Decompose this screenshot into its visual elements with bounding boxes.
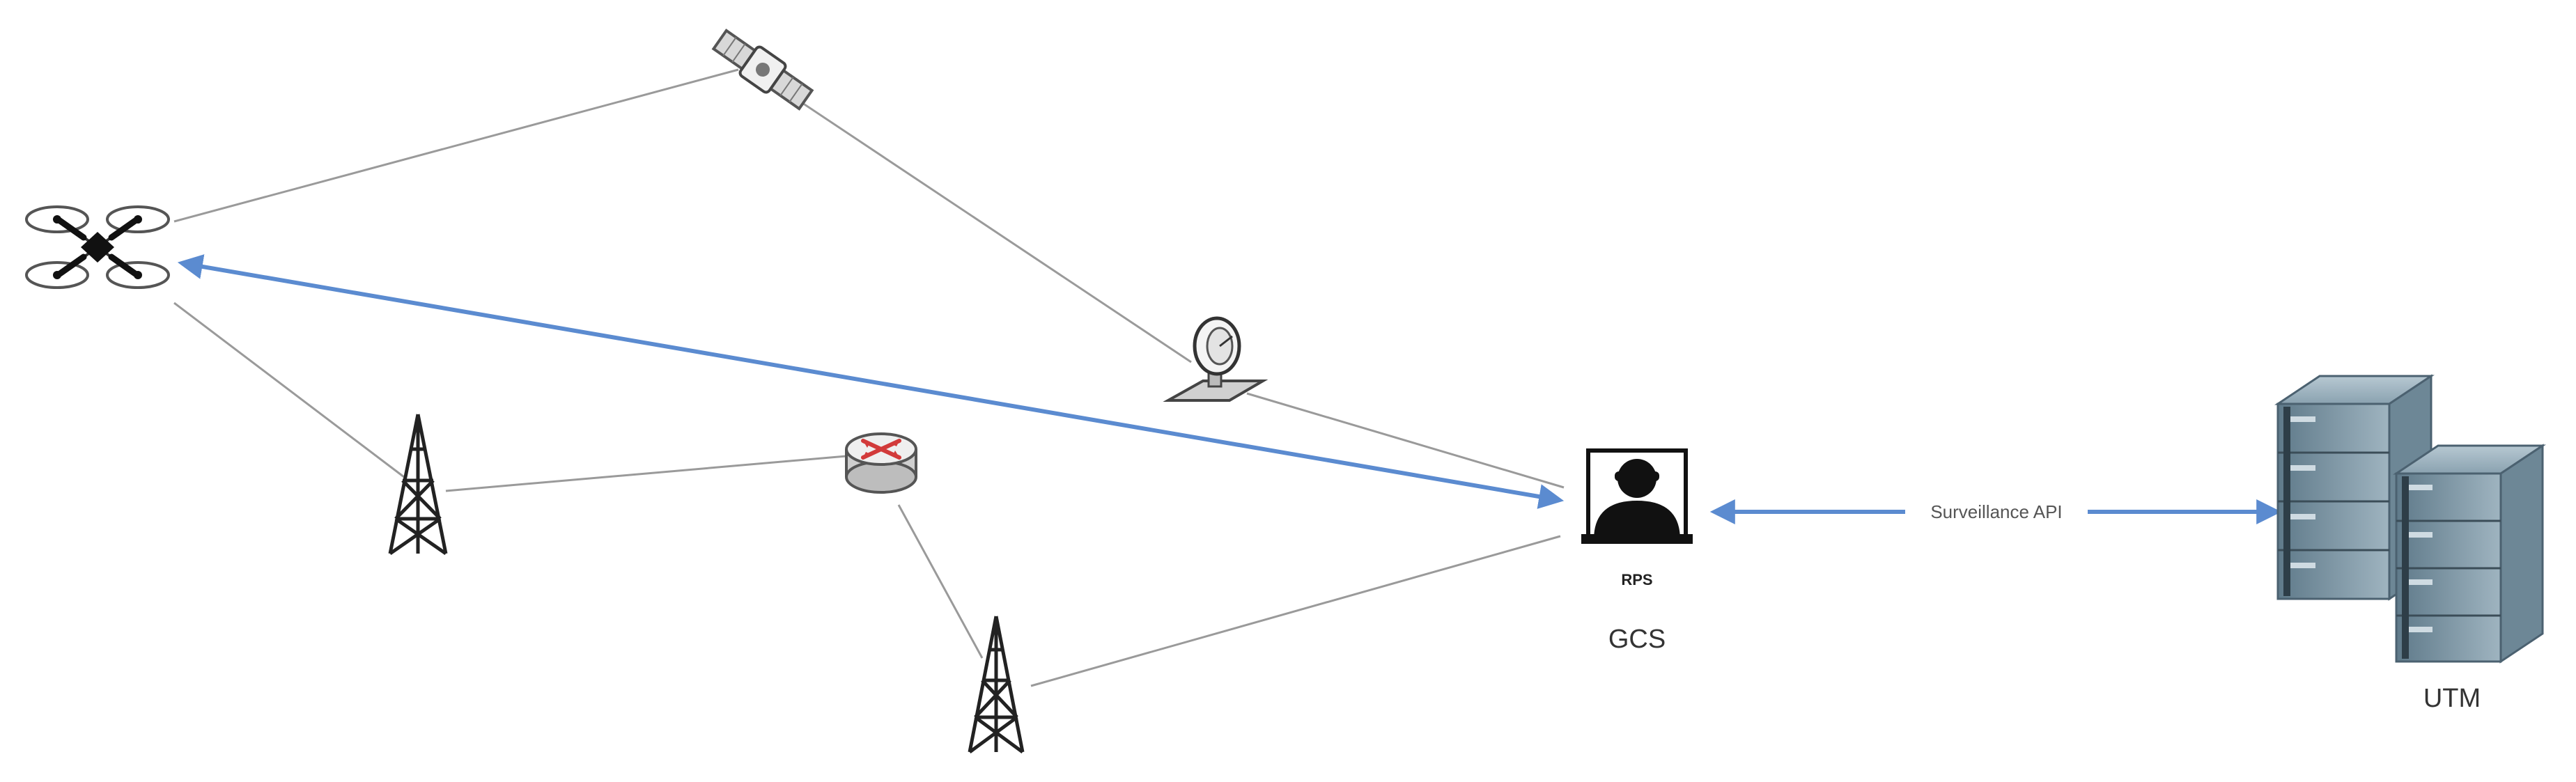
- connector-drone-satellite: [173, 68, 739, 223]
- connector-drone-tower1: [173, 302, 405, 478]
- router-icon: [845, 432, 917, 494]
- connector-router-tower2: [897, 504, 984, 659]
- cell-tower-icon: [968, 616, 1025, 754]
- drone-icon: [25, 205, 170, 289]
- connector-tower2-gcs: [1030, 535, 1561, 687]
- cell-tower-icon: [388, 414, 448, 556]
- api-label-background: [1905, 500, 2088, 524]
- gcs-label: GCS: [1608, 625, 1666, 654]
- surveillance-api-label: Surveillance API: [1930, 501, 2062, 522]
- satellite-dish-icon: [1163, 316, 1268, 402]
- utm-label: UTM: [2423, 684, 2481, 713]
- rps-badge: RPS: [1621, 571, 1652, 588]
- connector-tower1-router: [445, 455, 847, 492]
- connector-satellite-dish: [793, 96, 1192, 363]
- satellite-icon: [711, 29, 814, 111]
- pilot-monitor-icon: [1581, 448, 1693, 544]
- server-rack-icon: [2274, 374, 2546, 664]
- link-drone-gcs-arrow: [177, 254, 1565, 509]
